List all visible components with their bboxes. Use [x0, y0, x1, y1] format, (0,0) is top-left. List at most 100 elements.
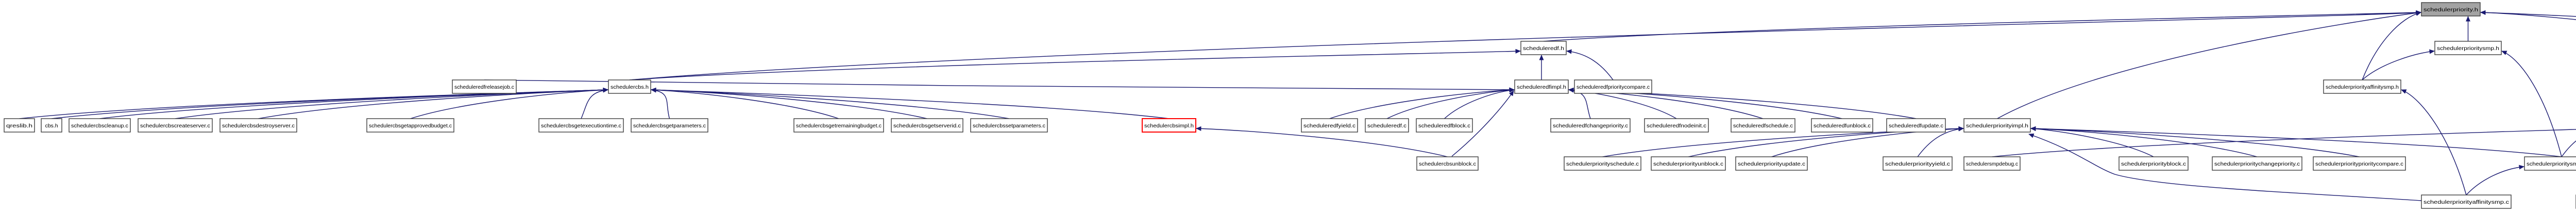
graph-node-schedulercbsgetexecutiontime.c[interactable]: schedulercbsgetexecutiontime.c: [538, 118, 624, 133]
graph-node-schedulerpriorityblock.c[interactable]: schedulerpriorityblock.c: [2119, 156, 2189, 171]
graph-node-schedulercbs.h[interactable]: schedulercbs.h: [608, 79, 651, 94]
graph-node-scheduleredfupdate.c[interactable]: scheduleredfupdate.c: [1886, 118, 1946, 133]
node-label: schedulerpriorityaffinitysmp.h: [2326, 84, 2399, 90]
node-box: [452, 79, 517, 94]
node-box: [1550, 118, 1631, 133]
graph-node-scheduleredfreleasejob.c[interactable]: scheduleredfreleasejob.c: [452, 79, 517, 94]
node-label: schedulercbsdestroyserver.c: [222, 123, 295, 129]
node-label: schedulercbscreateserver.c: [140, 123, 210, 129]
graph-node-qreslib.h[interactable]: qreslib.h: [4, 118, 35, 133]
node-box: [219, 118, 297, 133]
edge-schedulercbscreateserver.c-to-schedulercbs.h: [175, 87, 608, 119]
graph-node-scheduleredf.h[interactable]: scheduleredf.h: [1520, 41, 1567, 55]
node-label: qreslib.h: [6, 123, 32, 129]
node-box: [1514, 79, 1569, 94]
node-label: scheduleredfnodeinit.c: [1647, 123, 1706, 129]
node-box: [1644, 118, 1709, 133]
edge-schedulercbsimpl.h-to-schedulercbs.h: [651, 87, 1170, 119]
node-label: schedulersmpdebug.c: [1966, 161, 2018, 167]
edge-schedulerpriorityaffinitysmp.c-to-schedulerpriorityaffinitysmp.h: [2401, 89, 2467, 195]
graph-node-schedulercbsgetapprovedbudget.c[interactable]: schedulercbsgetapprovedbudget.c: [366, 118, 454, 133]
graph-node-schedulerpriorityupdate.c[interactable]: schedulerpriorityupdate.c: [1735, 156, 1808, 171]
graph-node-scheduleredfprioritycompare.c[interactable]: scheduleredfprioritycompare.c: [1574, 79, 1652, 94]
graph-node-schedulerpriority.h: schedulerpriority.h: [2421, 2, 2481, 17]
edge-schedulerpriorityaffinitysmp.c-to-schedulerpriorityimpl.h: [2028, 133, 2422, 201]
node-box: [1883, 156, 1953, 171]
edge-schedulercbsdestroyserver.c-to-schedulercbs.h: [258, 87, 608, 119]
node-box: [4, 118, 35, 133]
node-label: schedulercbsgetparameters.c: [633, 123, 706, 129]
graph-node-scheduleredfyield.c[interactable]: scheduleredfyield.c: [1301, 118, 1358, 133]
node-label: scheduleredfyield.c: [1303, 123, 1355, 129]
graph-node-schedulerpriorityaffinitysmp.c[interactable]: schedulerpriorityaffinitysmp.c: [2421, 194, 2512, 209]
graph-node-schedulercbsimpl.h[interactable]: schedulercbsimpl.h: [1142, 118, 1196, 133]
edge-schedulerpriorityyield.c-to-schedulerpriorityimpl.h: [1917, 126, 1964, 157]
graph-node-schedulersmpdebug.c[interactable]: schedulersmpdebug.c: [1963, 156, 2021, 171]
node-label: schedulerpriorityblock.c: [2121, 161, 2186, 167]
graph-node-schedulerprioritysmpimpl.h[interactable]: schedulerprioritysmpimpl.h: [2524, 156, 2576, 171]
node-label: scheduleredfschedule.c: [1733, 123, 1793, 129]
edge-schedulersimplesmp.h-to-schedulerpriority.h: [2480, 10, 2576, 17]
graph-node-schedulerpriorityunblock.c[interactable]: schedulerpriorityunblock.c: [1651, 156, 1726, 171]
node-box: [138, 118, 213, 133]
node-box: [2524, 156, 2576, 171]
node-label: schedulercbsgetremainingbudget.c: [796, 123, 882, 129]
graph-node-schedulerpriorityimpl.h[interactable]: schedulerpriorityimpl.h: [1963, 118, 2031, 133]
graph-node-schedulercbscreateserver.c[interactable]: schedulercbscreateserver.c: [138, 118, 213, 133]
node-box: [1564, 156, 1641, 171]
graph-node-schedulerpriorityschedule.c[interactable]: schedulerpriorityschedule.c: [1564, 156, 1641, 171]
graph-node-schedulercbsgetparameters.c[interactable]: schedulercbsgetparameters.c: [631, 118, 708, 133]
graph-node-schedulercbscleanup.c[interactable]: schedulercbscleanup.c: [69, 118, 131, 133]
edge-schedulerpriorityprioritycompare.c-to-schedulerpriorityimpl.h: [2030, 126, 2360, 157]
graph-node-schedulerpriorityprioritycompare.c[interactable]: schedulerpriorityprioritycompare.c: [2313, 156, 2406, 171]
edge-scheduleredf.c-to-scheduleredfimpl.h: [1386, 88, 1515, 119]
graph-node-schedulerprioritysmp.h[interactable]: schedulerprioritysmp.h: [2434, 41, 2502, 55]
graph-node-schedulerpriorityyield.c[interactable]: schedulerpriorityyield.c: [1883, 156, 1953, 171]
graph-node-schedulercbsdestroyserver.c[interactable]: schedulercbsdestroyserver.c: [219, 118, 297, 133]
edge-schedulercbsgetapprovedbudget.c-to-schedulercbs.h: [410, 87, 608, 119]
node-box: [1963, 156, 2021, 171]
node-box: [2323, 79, 2401, 94]
edge-schedulerpriorityblock.c-to-schedulerpriorityimpl.h: [2030, 126, 2154, 157]
node-label: schedulerprioritysmpimpl.h: [2527, 161, 2576, 167]
graph-node-schedulercbssetparameters.c[interactable]: schedulercbssetparameters.c: [970, 118, 1048, 133]
node-label: schedulerpriorityschedule.c: [1566, 161, 1639, 167]
node-label: scheduleredf.h: [1523, 45, 1564, 52]
graph-node-scheduleredfimpl.h[interactable]: scheduleredfimpl.h: [1514, 79, 1569, 94]
graph-node-schedulercbsgetserverid.c[interactable]: schedulercbsgetserverid.c: [891, 118, 963, 133]
node-box: [1651, 156, 1726, 171]
node-label: schedulerpriorityprioritycompare.c: [2315, 161, 2403, 167]
node-label: schedulercbsgetapprovedbudget.c: [369, 123, 452, 129]
node-box: [608, 79, 651, 94]
node-box: [1811, 118, 1873, 133]
graph-node-schedulercbsgetremainingbudget.c[interactable]: schedulercbsgetremainingbudget.c: [793, 118, 884, 133]
edge-scheduleredf.h-to-schedulerpriority.h: [1543, 10, 2421, 42]
edge-schedulercbsgetremainingbudget.c-to-schedulercbs.h: [651, 87, 839, 119]
edge-schedulercbsunblock.c-to-schedulercbsimpl.h: [1196, 126, 1448, 157]
graph-node-scheduleredfnodeinit.c[interactable]: scheduleredfnodeinit.c: [1644, 118, 1709, 133]
edge-schedulercbscleanup.c-to-schedulercbs.h: [99, 87, 608, 119]
node-box: [1142, 118, 1196, 133]
edge-schedulercbsgetparameters.c-to-schedulercbs.h: [651, 88, 670, 119]
edge-schedulercbsunblock.c-to-scheduleredfimpl.h: [1451, 90, 1514, 157]
node-box: [69, 118, 131, 133]
graph-node-scheduleredfunblock.c[interactable]: scheduleredfunblock.c: [1811, 118, 1873, 133]
graph-node-scheduleredf.c[interactable]: scheduleredf.c: [1365, 118, 1409, 133]
graph-node-schedulercbsunblock.c[interactable]: schedulercbsunblock.c: [1416, 156, 1479, 171]
graph-node-scheduleredfblock.c[interactable]: scheduleredfblock.c: [1416, 118, 1473, 133]
edge-schedulercbs.h-to-scheduleredf.h: [629, 48, 1521, 80]
node-box: [538, 118, 624, 133]
node-label: scheduleredfunblock.c: [1814, 123, 1871, 129]
graph-node-schedulerprioritychangepriority.c[interactable]: schedulerprioritychangepriority.c: [2212, 156, 2302, 171]
graph-node-scheduleredfschedule.c[interactable]: scheduleredfschedule.c: [1731, 118, 1795, 133]
graph-node-scheduleredfchangepriority.c[interactable]: scheduleredfchangepriority.c: [1550, 118, 1631, 133]
node-label: schedulercbsgetserverid.c: [893, 123, 961, 129]
graph-node-schedulerpriorityaffinitysmp.h[interactable]: schedulerpriorityaffinitysmp.h: [2323, 79, 2401, 94]
node-label: schedulercbssetparameters.c: [973, 123, 1045, 129]
edge-schedulerpriorityaffinitysmp.h-to-schedulerprioritysmp.h: [2362, 49, 2435, 80]
node-box: [1416, 118, 1473, 133]
node-label: schedulerpriorityimpl.h: [1966, 123, 2028, 129]
node-box: [2119, 156, 2189, 171]
graph-node-cbs.h[interactable]: cbs.h: [41, 118, 62, 133]
